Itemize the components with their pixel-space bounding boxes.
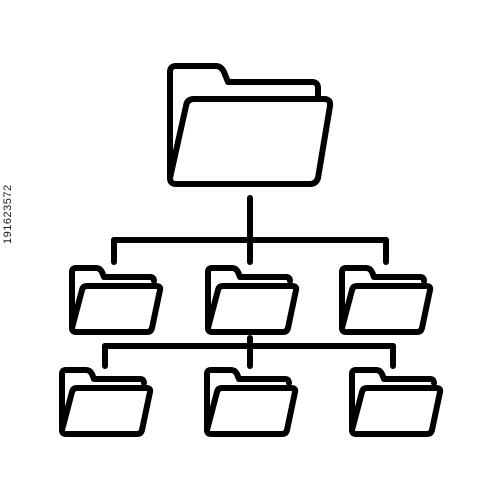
folder-level2-left-icon [59, 367, 154, 437]
folder-level2-right-icon [349, 367, 444, 437]
folder-level2-center-icon [204, 367, 299, 437]
stock-id-label: 191623572 [2, 184, 14, 244]
folder-level1-right-icon [339, 265, 434, 335]
root-folder-icon [167, 63, 334, 187]
folder-level1-center-icon [205, 265, 300, 335]
connector-lines-level-1 [111, 195, 389, 265]
folder-level1-left-icon [69, 265, 164, 335]
connector-lines-level-2 [102, 335, 396, 369]
